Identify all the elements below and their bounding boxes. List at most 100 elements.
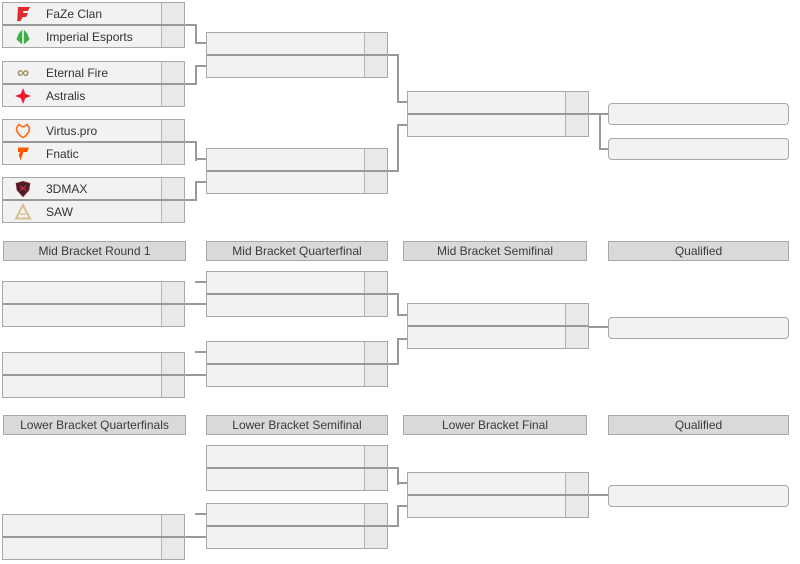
connector-line [185,141,197,143]
empty-team-slot [207,525,387,548]
empty-team-slot [408,473,588,494]
connector-line [185,536,206,538]
connector-line [185,374,206,376]
connector-line [589,494,608,496]
score-cell [565,473,588,494]
team-name: Imperial Esports [46,29,133,44]
empty-team-slot [207,446,387,467]
team-row-astralis[interactable]: Astralis [3,83,184,106]
connector-line [397,124,407,126]
saw-icon [12,202,34,221]
empty-team-slot [408,325,588,348]
connector-line [397,338,407,340]
team-row-virtus-pro[interactable]: Virtus.pro [3,120,184,141]
score-cell [565,92,588,113]
mid-quarterfinal-match-1 [206,271,388,317]
connector-line [195,181,197,201]
score-cell [364,149,387,170]
connector-line [397,505,407,507]
score-cell [364,446,387,467]
lower-semifinal-match-2 [206,503,388,549]
team-name: FaZe Clan [46,6,103,21]
faze-clan-icon [12,5,34,23]
upper-round2-match-1 [206,32,388,78]
score-cell [161,282,184,303]
header-lower-bracket-final: Lower Bracket Final [403,415,587,435]
score-cell [364,56,387,77]
team-name: Astralis [46,88,86,103]
score-cell [161,143,184,164]
score-cell [161,85,184,106]
empty-team-slot [3,303,184,326]
empty-team-slot [408,494,588,517]
upper-semifinal-match [407,91,589,137]
team-row-faze-clan[interactable]: FaZe Clan [3,3,184,24]
team-name: 3DMAX [46,181,88,196]
score-cell [161,201,184,222]
score-cell [364,33,387,54]
connector-line [195,141,197,161]
team-name: Virtus.pro [46,123,98,138]
empty-team-slot [408,304,588,325]
connector-line [388,467,399,469]
lower-qualified-slot [608,485,789,507]
connector-line [195,181,206,183]
score-cell [364,469,387,490]
empty-team-slot [3,374,184,397]
score-cell [161,376,184,397]
upper-round2-match-2 [206,148,388,194]
score-cell [161,353,184,374]
connector-line [195,513,206,515]
empty-team-slot [207,149,387,170]
connector-line [195,24,197,44]
score-cell [565,327,588,348]
team-name: SAW [46,204,73,219]
connector-line [185,24,197,26]
header-lower-qualified: Qualified [608,415,789,435]
empty-team-slot [207,467,387,490]
score-cell [161,120,184,141]
mid-semifinal-match [407,303,589,349]
empty-team-slot [3,353,184,374]
upper-round1-match-4: 3DMAX SAW [2,177,185,223]
team-row-eternal-fire[interactable]: ∞ Eternal Fire [3,62,184,83]
score-cell [161,538,184,559]
empty-team-slot [3,515,184,536]
header-lower-bracket-quarterfinals: Lower Bracket Quarterfinals [3,415,186,435]
eternal-fire-icon: ∞ [16,62,30,82]
connector-line [397,467,399,485]
virtus-pro-icon [12,122,34,140]
connector-line [599,148,608,150]
score-cell [161,178,184,199]
connector-line [599,113,601,150]
lower-semifinal-match-1 [206,445,388,491]
score-cell [364,527,387,548]
score-cell [161,3,184,24]
empty-team-slot [207,54,387,77]
header-mid-bracket-round-1: Mid Bracket Round 1 [3,241,186,261]
connector-line [589,326,608,328]
mid-round1-match-2 [2,352,185,398]
team-row-imperial-esports[interactable]: Imperial Esports [3,24,184,47]
connector-line [397,124,399,172]
lower-final-match [407,472,589,518]
connector-line [397,54,399,103]
empty-team-slot [207,33,387,54]
connector-line [195,65,206,67]
team-row-3dmax[interactable]: 3DMAX [3,178,184,199]
score-cell [364,295,387,316]
team-row-saw[interactable]: SAW [3,199,184,222]
empty-team-slot [207,272,387,293]
connector-line [195,65,197,85]
mid-quarterfinal-match-2 [206,341,388,387]
fnatic-icon [12,145,34,163]
score-cell [364,504,387,525]
imperial-esports-icon [12,28,34,46]
connector-line [589,113,608,115]
lower-quarterfinal-match [2,514,185,560]
score-cell [364,365,387,386]
team-row-fnatic[interactable]: Fnatic [3,141,184,164]
upper-qualified-slot-1 [608,103,789,125]
connector-line [397,314,407,316]
